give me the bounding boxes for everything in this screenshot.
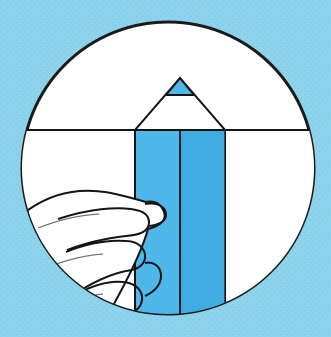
pencil-shadow-face bbox=[180, 130, 225, 330]
